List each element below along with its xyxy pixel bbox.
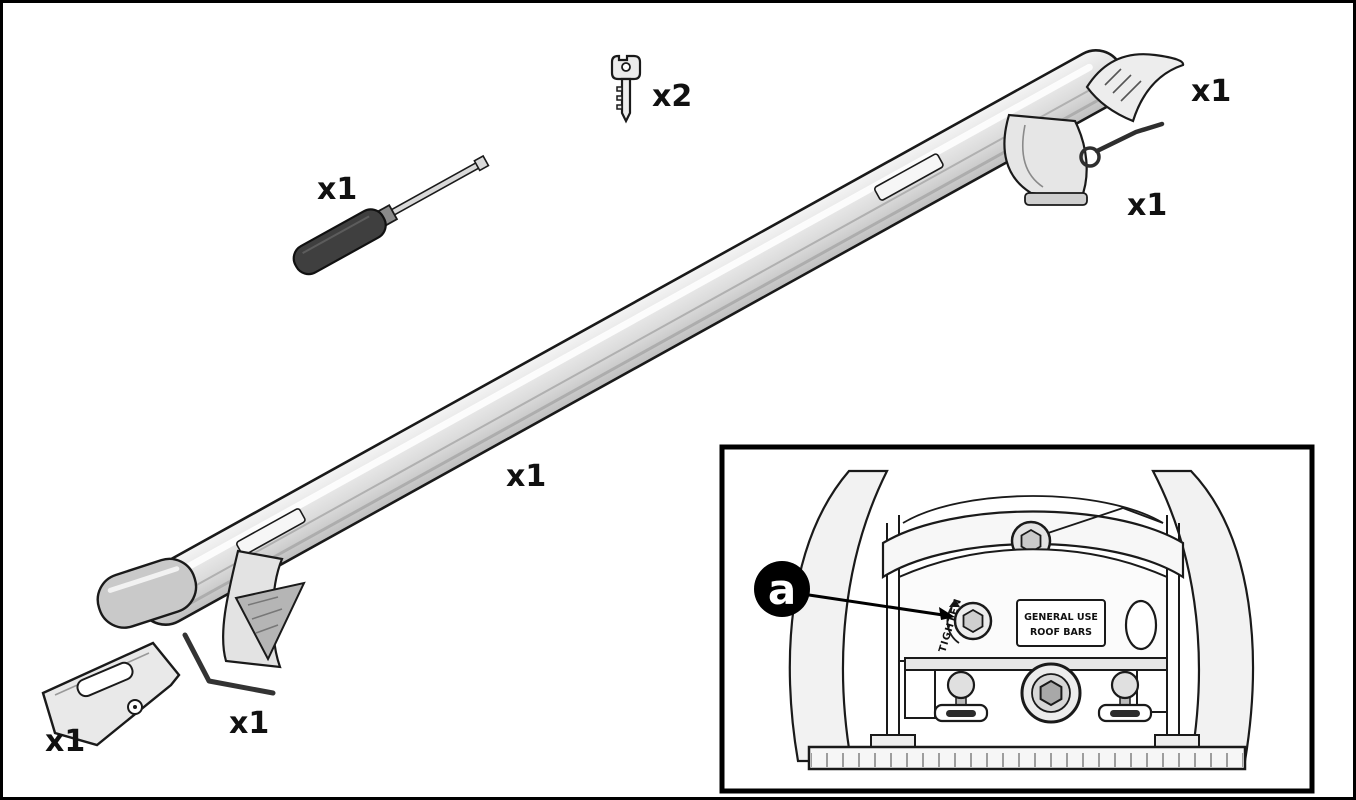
callout-circle <box>754 561 810 617</box>
wrench-right-qty-label: x1 <box>1127 188 1167 223</box>
roof-bar <box>135 49 1127 626</box>
bar-qty-label: x1 <box>506 459 546 494</box>
endcap-right-qty-label: x1 <box>1191 74 1231 109</box>
inset-detail: GENERAL USE ROOF BARS TIGHTEN <box>719 444 1315 794</box>
screwdriver-icon <box>292 154 490 276</box>
callout-arrowhead <box>939 607 955 620</box>
plate-line2: ROOF BARS <box>1030 627 1092 638</box>
screwdriver-qty-label: x1 <box>317 172 357 207</box>
cover-slot <box>76 661 134 698</box>
foot-cover-left <box>41 641 181 747</box>
inset-base-plate <box>807 745 1247 771</box>
screwdriver-shaft <box>389 160 483 217</box>
inset-oval-hole <box>1124 599 1158 651</box>
lock-key-icon <box>610 54 642 124</box>
diagram-canvas: x2 x1 x1 x1 x1 <box>41 49 1315 794</box>
inset-right-fin <box>1151 469 1255 763</box>
tighten-arrowhead <box>949 599 960 607</box>
callout-letter: a <box>768 565 796 614</box>
allen-key-icon <box>182 632 276 696</box>
callout-a: a <box>754 561 955 620</box>
inset-saddle <box>881 510 1185 579</box>
inset-right-slot-bolt <box>1097 670 1153 723</box>
foot-clamp-left <box>222 549 306 669</box>
bar-slot-cover-left <box>236 508 306 556</box>
end-cap-right <box>1085 53 1185 123</box>
key-hole <box>621 62 631 72</box>
key-qty-label: x2 <box>652 79 692 114</box>
inset-left-slot-bolt <box>933 670 989 723</box>
ring-wrench-icon <box>1079 121 1165 168</box>
bar-end-cap-left <box>96 557 198 629</box>
foot-cover-left-qty-label: x1 <box>45 724 85 759</box>
foot-pad <box>1024 192 1088 206</box>
plate-line1: GENERAL USE <box>1024 612 1098 623</box>
foot-bracket <box>234 581 306 662</box>
bar-slot-cover-right <box>874 153 944 201</box>
screwdriver-handle <box>292 208 387 276</box>
inset-left-fin <box>788 469 889 763</box>
inset-central-hex-bolt <box>1020 662 1082 724</box>
allen-key-left-qty-label: x1 <box>229 706 269 741</box>
foot-clamp-right <box>1003 113 1088 206</box>
screwdriver-tip <box>473 154 490 172</box>
inset-label-plate <box>1016 599 1106 647</box>
